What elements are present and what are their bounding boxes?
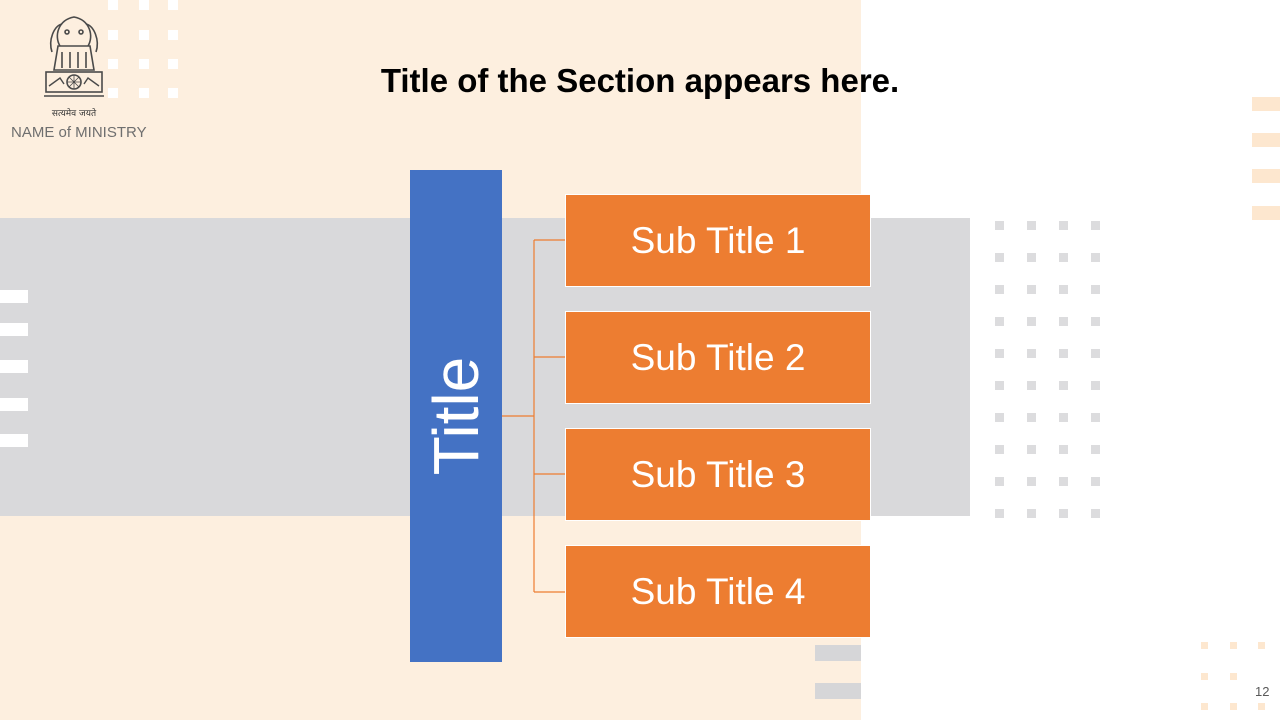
page-number: 12: [1255, 684, 1270, 699]
diagram-main-title-box: Title: [410, 170, 502, 662]
section-title: Title of the Section appears here.: [380, 62, 900, 99]
diagram-main-title: Title: [420, 356, 492, 476]
national-emblem-logo: सत्यमेव जयते: [44, 16, 104, 119]
sub-title-box-3: Sub Title 3: [565, 428, 871, 521]
ministry-name: NAME of MINISTRY: [11, 124, 147, 141]
sub-title-box-1: Sub Title 1: [565, 194, 871, 287]
emblem-motto: सत्यमेव जयते: [52, 107, 97, 119]
sub-title-box-2: Sub Title 2: [565, 311, 871, 404]
sub-title-box-4: Sub Title 4: [565, 545, 871, 638]
